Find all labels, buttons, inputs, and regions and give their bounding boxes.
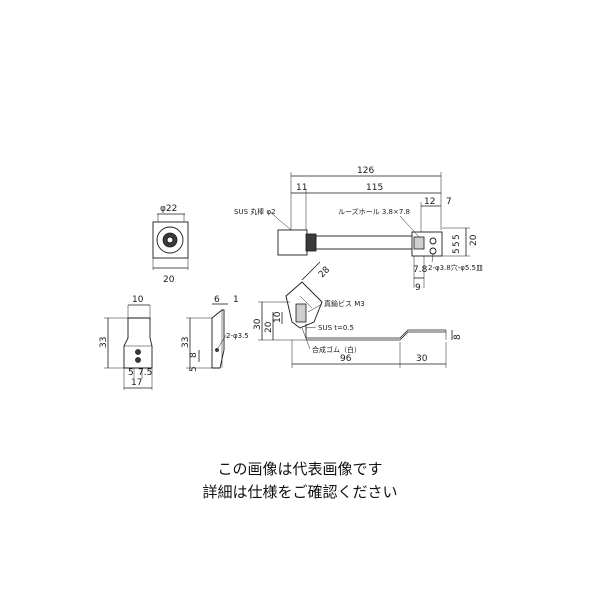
rod-top-view: 126 115 11 12 7 SUS 丸棒 φ2 ルーズホール 3.8×7.8… [234, 166, 483, 293]
dim-diameter-22: φ22 [160, 204, 177, 214]
dim-offset-11: 11 [296, 183, 307, 193]
dim-side-6: 6 [214, 295, 220, 305]
dim-clip-10: 10 [132, 295, 144, 305]
mount-hole-1 [429, 237, 437, 245]
label-holes-2: 2-φ3.8穴-φ5.5皿 [428, 263, 483, 272]
dim-side-5: 5 [189, 366, 199, 372]
dim-height-20: 20 [264, 321, 274, 333]
front-view: φ22 20 [152, 204, 189, 285]
dim-length-115: 115 [366, 183, 383, 193]
dim-height-10: 10 [273, 311, 283, 323]
label-sus-rod: SUS 丸棒 φ2 [234, 207, 276, 216]
assembly-view: 28 真鍮ビス M3 SUS t=0.5 合成ゴム（白） 30 20 10 96… [253, 261, 463, 368]
dim-pitch-5b: 5 [452, 241, 462, 247]
rubber-cap [277, 229, 308, 256]
dim-clip-7-5: 7.5 [138, 368, 152, 378]
assembly-rubber [295, 303, 307, 323]
dim-width-20: 20 [163, 275, 175, 285]
label-side-hole: 2-φ3.5 [226, 332, 249, 340]
dim-pitch-5a: 5 [452, 234, 462, 240]
dim-slot-7: 7 [446, 197, 452, 207]
dim-angle-28: 28 [317, 265, 332, 280]
rod-body [315, 235, 420, 250]
dim-side-33: 33 [181, 337, 191, 348]
dim-side-1: 1 [233, 295, 239, 305]
caption-check-specifications: 詳細は仕様をご確認ください [202, 483, 398, 501]
dim-slot-width-20: 20 [469, 234, 479, 246]
mount-hole-2 [429, 247, 437, 255]
dim-overall-126: 126 [357, 166, 374, 176]
dim-side-8: 8 [189, 352, 199, 358]
label-loose-hole: ルーズホール 3.8×7.8 [338, 207, 410, 216]
dim-clip-17: 17 [131, 378, 142, 388]
pad-center-screw [166, 236, 174, 244]
side-bracket-view: 6 1 2-φ3.5 33 8 5 [181, 295, 249, 372]
label-pan-screw: 真鍮ビス M3 [324, 299, 365, 308]
dim-base-8: 8 [453, 334, 463, 340]
caption-representative-image: この画像は代表画像です [217, 460, 383, 478]
label-rubber: 合成ゴム（白） [312, 345, 361, 354]
dim-clip-5: 5 [128, 368, 134, 378]
clip-view: 10 33 5 7.5 17 [99, 295, 153, 390]
label-sus-plate: SUS t=0.5 [318, 324, 354, 332]
loose-slot [413, 236, 425, 250]
dim-pitch-5c: 5 [452, 248, 462, 254]
dim-clip-33: 33 [99, 337, 109, 348]
cap-nut [305, 233, 317, 252]
clip-hole-1 [135, 349, 141, 355]
dim-slot-12: 12 [424, 197, 435, 207]
dim-base-30: 30 [416, 354, 428, 364]
dim-offset-9: 9 [415, 283, 421, 293]
dim-slot-7-8: 7.8 [413, 265, 428, 275]
dim-base-96: 96 [340, 354, 352, 364]
clip-hole-2 [135, 357, 141, 363]
assembly-plate [305, 324, 446, 339]
side-hole [215, 348, 219, 352]
dim-height-30: 30 [253, 318, 263, 330]
